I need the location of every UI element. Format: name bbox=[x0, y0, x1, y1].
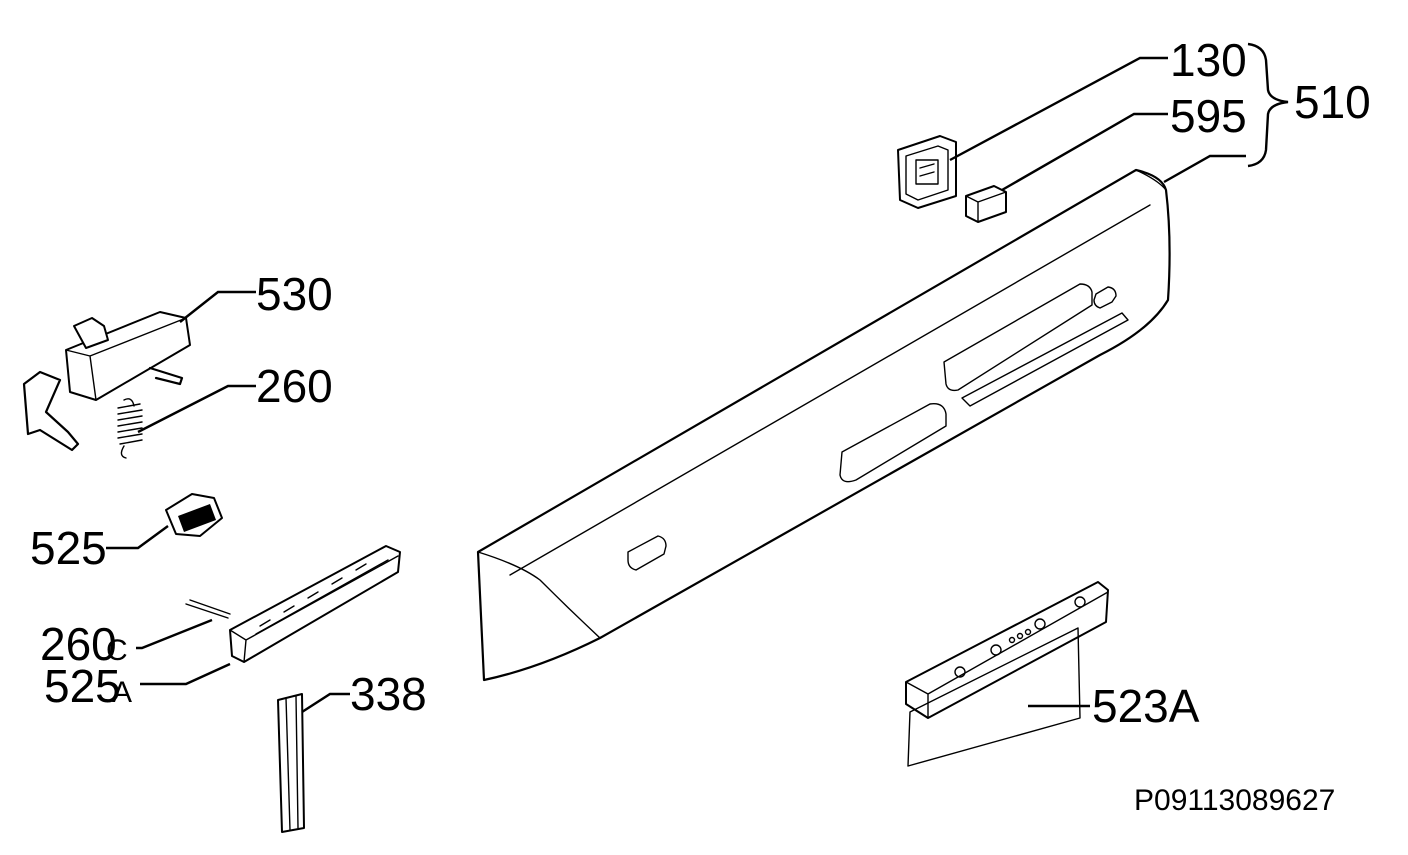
part-530-handle[interactable] bbox=[22, 311, 191, 452]
callout-525a-suffix: A bbox=[112, 676, 132, 709]
part-338-rail[interactable] bbox=[277, 693, 305, 833]
leader-lines bbox=[106, 42, 1289, 714]
callout-338: 338 bbox=[350, 668, 427, 720]
callout-525a-number: 525 bbox=[44, 660, 121, 712]
callout-260c-number: 260 bbox=[40, 618, 117, 670]
part-525a-switch-bar[interactable] bbox=[229, 545, 401, 663]
callout-130: 130 bbox=[1170, 34, 1247, 86]
part-260c-spring[interactable] bbox=[185, 599, 231, 619]
part-523a-bracket[interactable] bbox=[905, 581, 1109, 767]
drawing-number: P09113089627 bbox=[1134, 784, 1335, 817]
callout-260: 260 bbox=[256, 360, 333, 412]
part-595-button[interactable] bbox=[965, 185, 1007, 223]
callout-510: 510 bbox=[1294, 76, 1371, 128]
control-panel-part[interactable] bbox=[476, 168, 1171, 682]
callout-523a: 523A bbox=[1092, 680, 1200, 732]
part-130-switch[interactable] bbox=[897, 135, 957, 209]
callout-530: 530 bbox=[256, 268, 333, 320]
part-260-spring[interactable] bbox=[117, 398, 143, 459]
part-525-knob[interactable] bbox=[165, 493, 223, 537]
callout-595: 595 bbox=[1170, 90, 1247, 142]
callout-260c-suffix: C bbox=[106, 634, 128, 667]
callout-525: 525 bbox=[30, 522, 107, 574]
